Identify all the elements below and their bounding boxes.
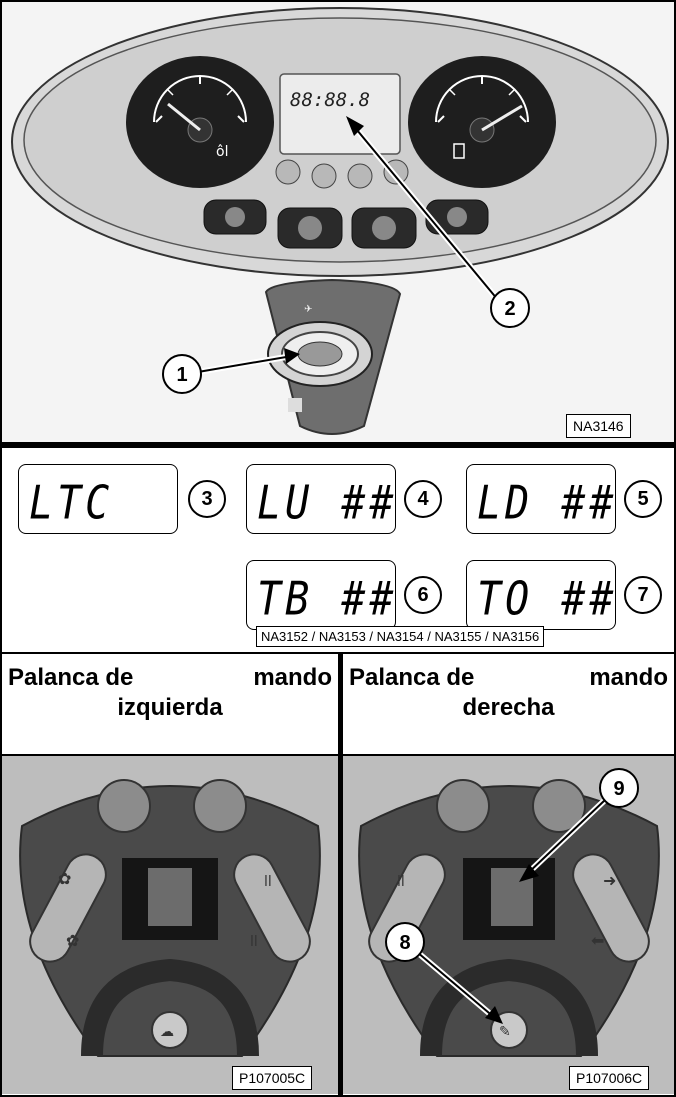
left-joystick-title-word1: Palanca de: [8, 664, 134, 691]
left-joystick-title-word2: mando: [253, 664, 332, 691]
svg-text:✎: ✎: [499, 1024, 511, 1040]
svg-text:⬅: ⬅: [591, 931, 604, 950]
svg-text:9: 9: [613, 778, 624, 800]
svg-text:1: 1: [176, 364, 187, 386]
instrument-panel-photo: ôl 88:88.8 2: [2, 2, 674, 442]
lcd-code-text: TO ##: [477, 573, 618, 626]
svg-text:✿: ✿: [58, 869, 71, 888]
figure-code: NA3146: [566, 414, 631, 438]
svg-text:ll: ll: [264, 874, 272, 890]
section-divider: [0, 652, 676, 654]
left-joystick-header: Palanca de mando izquierda: [2, 662, 338, 756]
callout-number: 3: [188, 480, 226, 518]
figure-code: NA3152 / NA3153 / NA3154 / NA3155 / NA31…: [256, 626, 545, 647]
callout-number: 7: [624, 576, 662, 614]
callout-number: 6: [404, 576, 442, 614]
lcd-code-box: LTC: [18, 464, 178, 534]
svg-text:☁: ☁: [160, 1024, 174, 1040]
svg-text:88:88.8: 88:88.8: [290, 89, 370, 111]
left-joystick-photo: ✿ ✿ ll ll ☁ P107005C: [2, 756, 338, 1094]
right-joystick-title-word1: Palanca de: [349, 664, 475, 691]
lcd-code-text: LD ##: [477, 477, 618, 530]
left-joystick-illustration: ✿ ✿ ll ll ☁: [19, 779, 321, 1057]
left-joystick-title-line2: izquierda: [117, 694, 223, 721]
svg-text:➜: ➜: [603, 871, 616, 890]
right-joystick-photo: ll ll ➜ ⬅ ✎ 9 8 P107006C: [343, 756, 674, 1094]
right-joystick-title-word2: mando: [589, 664, 668, 691]
callout-number: 4: [404, 480, 442, 518]
right-joystick-header: Palanca de mando derecha: [343, 662, 674, 756]
right-joystick-illustration: ll ll ➜ ⬅ ✎ 9 8: [358, 768, 660, 1057]
svg-text:✿: ✿: [66, 931, 79, 950]
instrument-panel-illustration: ôl 88:88.8 2: [11, 7, 669, 435]
svg-text:ll: ll: [397, 874, 405, 890]
lcd-code-box: LD ##: [466, 464, 616, 534]
callout-number: 5: [624, 480, 662, 518]
svg-text:8: 8: [399, 932, 410, 954]
lcd-code-text: LU ##: [257, 477, 398, 530]
figure-code: P107005C: [232, 1066, 313, 1090]
lcd-code-box: TB ##: [246, 560, 396, 630]
lcd-code-box: LU ##: [246, 464, 396, 534]
svg-text:2: 2: [504, 298, 515, 320]
figure-code: P107006C: [569, 1066, 650, 1090]
lcd-code-text: TB ##: [257, 573, 398, 626]
lcd-codes-section: LTC 3 LU ## 4 LD ## 5 TB ## 6 TO ## 7 NA…: [2, 448, 674, 652]
svg-text:✈: ✈: [304, 304, 312, 315]
column-divider: [338, 654, 343, 1095]
svg-text:ôl: ôl: [216, 144, 228, 160]
section-divider: [0, 442, 676, 448]
right-joystick-title-line2: derecha: [462, 694, 555, 721]
lcd-code-text: LTC: [29, 477, 114, 530]
svg-text:ll: ll: [250, 934, 258, 950]
lcd-code-box: TO ##: [466, 560, 616, 630]
